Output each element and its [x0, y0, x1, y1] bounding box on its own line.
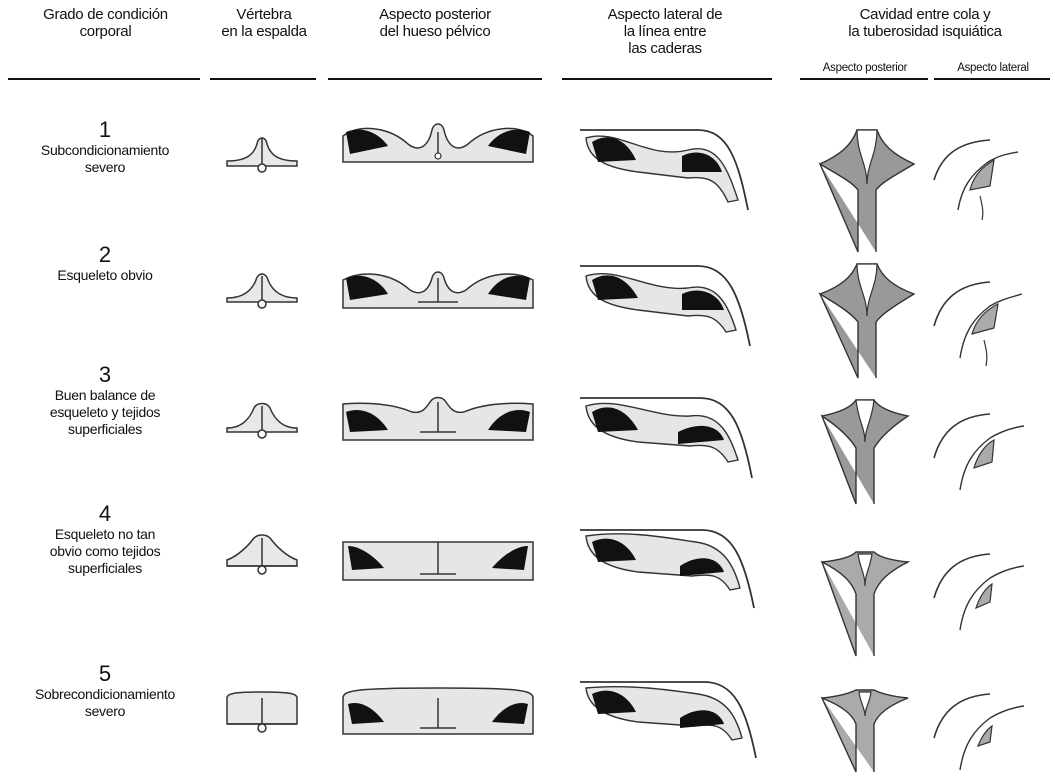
cavity-lateral-figure-3 — [928, 400, 1048, 500]
pelvic-figure-2 — [338, 262, 538, 322]
grade-description: Sobrecondicionamiento — [0, 686, 210, 703]
vertebra-figure-2 — [222, 268, 302, 318]
row-3-label: 3 Buen balance de esqueleto y tejidos su… — [0, 363, 210, 438]
vertebra-figure-1 — [222, 128, 302, 178]
grade-number: 2 — [0, 243, 210, 267]
lateral-figure-4 — [578, 522, 768, 622]
cavity-posterior-figure-3 — [814, 396, 914, 506]
pelvic-figure-5 — [338, 684, 538, 744]
header-lateral: Aspecto lateral de la línea entre las ca… — [560, 6, 770, 57]
vertebra-figure-5 — [222, 690, 302, 740]
header-rule-vertebra — [210, 78, 316, 80]
cavity-posterior-figure-4 — [814, 548, 914, 658]
header-rule-cavity-lateral — [934, 78, 1050, 80]
cavity-lateral-figure-2 — [928, 270, 1048, 370]
vertebra-figure-4 — [222, 532, 302, 582]
header-rule-cavity-posterior — [800, 78, 928, 80]
pelvic-figure-1 — [338, 118, 538, 178]
grade-description: superficiales — [0, 560, 210, 577]
vertebra-figure-3 — [222, 398, 302, 448]
cavity-posterior-figure-5 — [814, 686, 914, 774]
cavity-lateral-figure-4 — [928, 538, 1048, 638]
lateral-figure-3 — [578, 392, 768, 492]
grade-number: 4 — [0, 502, 210, 526]
grade-description: esqueleto y tejidos — [0, 404, 210, 421]
grade-description: Esqueleto obvio — [0, 267, 210, 284]
grade-description: Subcondicionamiento — [0, 142, 210, 159]
row-2-label: 2 Esqueleto obvio — [0, 243, 210, 284]
cavity-posterior-figure-2 — [812, 260, 922, 380]
pelvic-figure-4 — [338, 532, 538, 592]
header-pelvic: Aspecto posterior del hueso pélvico — [330, 6, 540, 40]
header-vertebra: Vértebra en la espalda — [206, 6, 322, 40]
row-1-label: 1 Subcondicionamiento severo — [0, 118, 210, 176]
header-grade: Grado de condición corporal — [8, 6, 203, 40]
grade-number: 5 — [0, 662, 210, 686]
header-rule-grade — [8, 78, 200, 80]
header-rule-lateral — [562, 78, 772, 80]
grade-description: Buen balance de — [0, 387, 210, 404]
grade-number: 3 — [0, 363, 210, 387]
grade-description: Esqueleto no tan — [0, 526, 210, 543]
header-cavity-lateral: Aspecto lateral — [932, 62, 1054, 74]
grade-number: 1 — [0, 118, 210, 142]
row-5-label: 5 Sobrecondicionamiento severo — [0, 662, 210, 720]
cavity-lateral-figure-5 — [928, 676, 1048, 772]
header-rule-pelvic — [328, 78, 542, 80]
header-cavity-posterior: Aspecto posterior — [800, 62, 930, 74]
grade-description: severo — [0, 703, 210, 720]
row-4-label: 4 Esqueleto no tan obvio como tejidos su… — [0, 502, 210, 577]
grade-description: superficiales — [0, 421, 210, 438]
grade-description: obvio como tejidos — [0, 543, 210, 560]
lateral-figure-5 — [578, 672, 768, 772]
lateral-figure-1 — [578, 120, 768, 220]
grade-description: severo — [0, 159, 210, 176]
pelvic-figure-3 — [338, 392, 538, 452]
header-cavity: Cavidad entre cola y la tuberosidad isqu… — [795, 6, 1055, 40]
cavity-posterior-figure-1 — [812, 124, 922, 254]
cavity-lateral-figure-1 — [928, 130, 1048, 220]
lateral-figure-2 — [578, 260, 768, 360]
